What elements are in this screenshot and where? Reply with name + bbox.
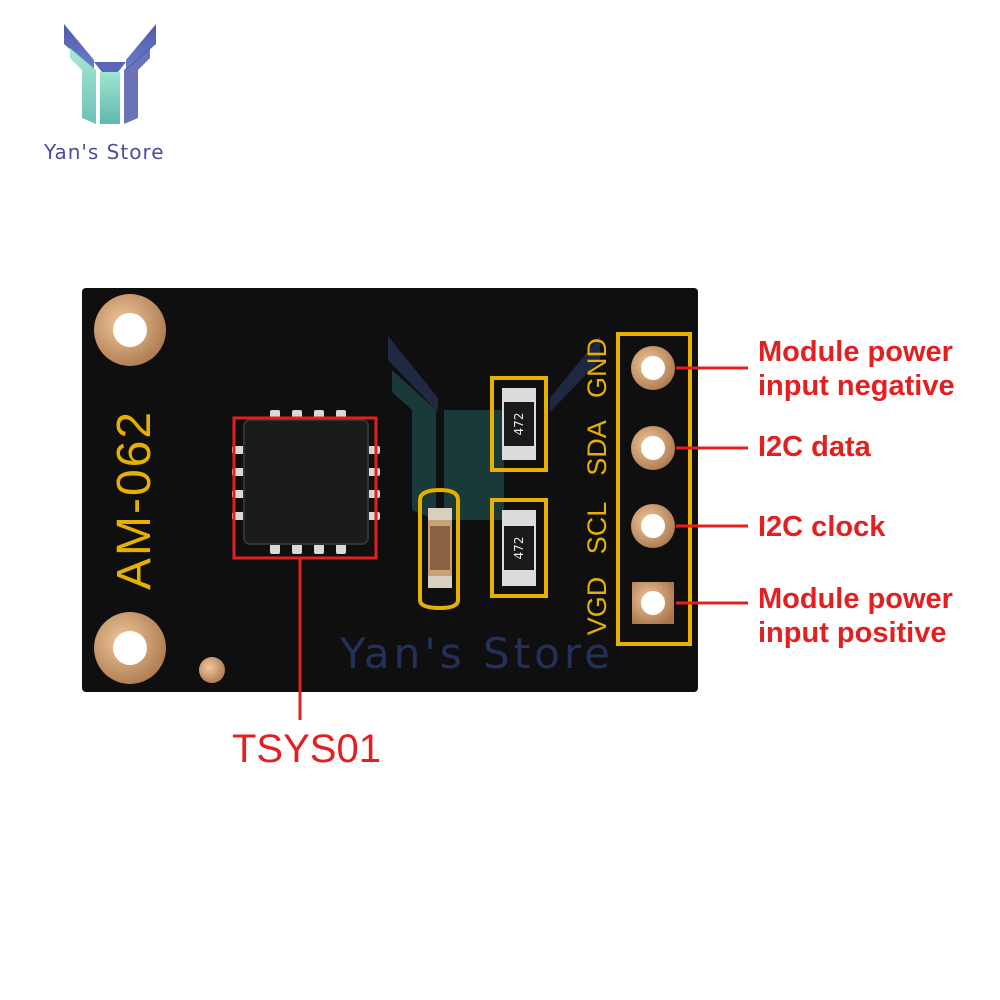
annotation-vgd: Module power input positive — [758, 583, 953, 649]
board-model: AM-062 — [108, 410, 161, 590]
board-watermark: Yan's Store — [339, 629, 614, 678]
brand-store-name: Yan's Store — [44, 140, 165, 164]
resistor-bottom-code: 472 — [512, 537, 526, 560]
leader-lines — [676, 366, 748, 605]
annotation-gnd: Module power input negative — [758, 336, 955, 402]
annotation-sda: I2C data — [758, 431, 871, 463]
pin-header-outline — [616, 332, 692, 646]
chip-highlight — [232, 416, 378, 720]
mounting-hole-bottom — [94, 612, 166, 684]
resistor-top: 472 — [490, 376, 548, 472]
resistor-top-code: 472 — [512, 413, 526, 436]
pin-label-sda: SDA — [582, 420, 612, 476]
resistor-bottom: 472 — [490, 498, 548, 598]
pin-label-vgd: VGD — [582, 577, 612, 636]
pin-label-gnd: GND — [582, 338, 612, 398]
mounting-hole-top — [94, 294, 166, 366]
annotation-chip: TSYS01 — [232, 727, 381, 771]
pin-pad-scl — [631, 504, 675, 548]
capacitor-component — [418, 487, 460, 611]
annotation-scl: I2C clock — [758, 511, 886, 543]
tsys01-chip — [232, 410, 380, 554]
fiducial-pad — [199, 657, 225, 683]
pin-pad-gnd — [631, 346, 675, 390]
pin-pad-vgd — [632, 582, 674, 624]
pcb-board: Yan's Store AM-062 — [82, 288, 698, 692]
pin-label-scl: SCL — [582, 502, 612, 555]
brand-logo — [64, 24, 156, 124]
pin-pad-sda — [631, 426, 675, 470]
